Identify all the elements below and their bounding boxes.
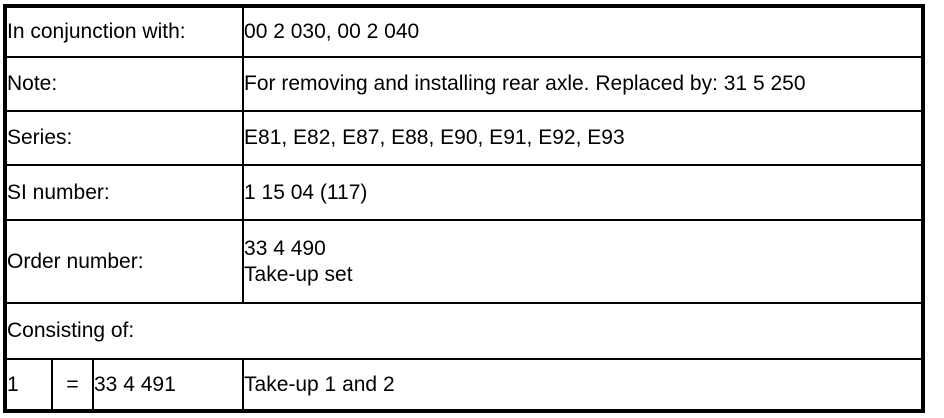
item-position: 1 [4, 358, 53, 412]
value-si-number: 1 15 04 (117) [242, 164, 924, 221]
label-note: Note: [3, 56, 245, 112]
value-order-number: 33 4 490 Take-up set [242, 219, 924, 304]
item-description: Take-up 1 and 2 [242, 358, 924, 412]
order-number-name: Take-up set [244, 262, 353, 286]
item-part-number: 33 4 491 [91, 358, 245, 412]
label-in-conjunction-with: In conjunction with: [3, 5, 245, 58]
table-row-in-conjunction-with: In conjunction with: 00 2 030, 00 2 040 [3, 5, 924, 58]
item-equals: = [51, 358, 94, 412]
table-row-series: Series: E81, E82, E87, E88, E90, E91, E9… [3, 110, 924, 166]
service-info-table: In conjunction with: 00 2 030, 00 2 040 … [3, 4, 925, 413]
value-series: E81, E82, E87, E88, E90, E91, E92, E93 [242, 110, 924, 166]
table-row-note: Note: For removing and installing rear a… [3, 56, 924, 112]
table-row-part-item: 1 = 33 4 491 Take-up 1 and 2 [4, 358, 924, 412]
table-row-order-number: Order number: 33 4 490 Take-up set [3, 219, 924, 304]
section-consisting-of: Consisting of: [4, 302, 924, 360]
label-si-number: SI number: [3, 164, 245, 221]
label-series: Series: [3, 110, 245, 166]
value-note: For removing and installing rear axle. R… [242, 56, 924, 112]
table-row-si-number: SI number: 1 15 04 (117) [3, 164, 924, 221]
value-in-conjunction-with: 00 2 030, 00 2 040 [242, 5, 924, 58]
order-number-code: 33 4 490 [244, 236, 326, 260]
table-row-consisting-of: Consisting of: [4, 302, 924, 360]
label-order-number: Order number: [3, 219, 245, 304]
